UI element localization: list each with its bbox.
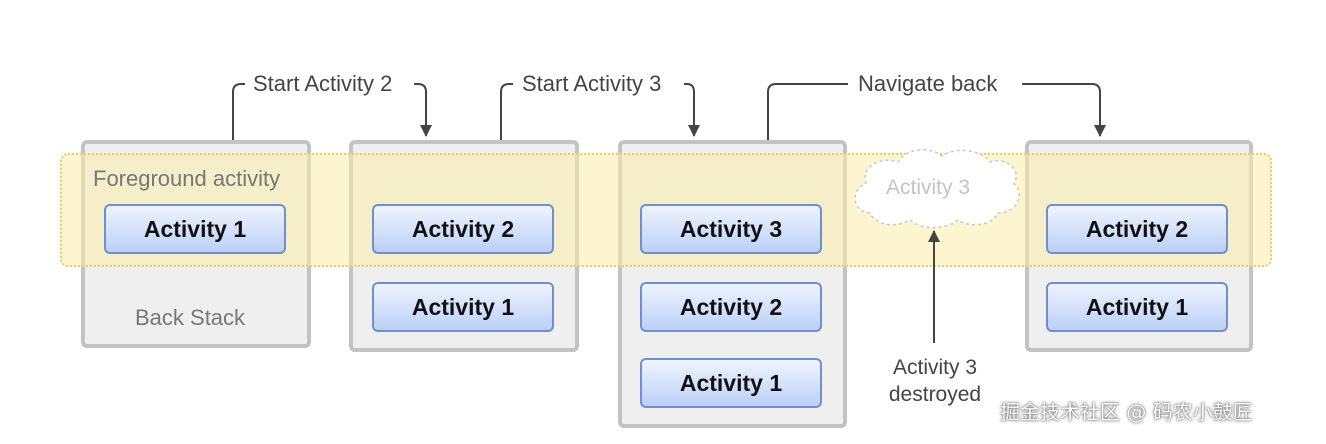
activity-card: Activity 3 xyxy=(640,204,822,254)
step-label-start-activity-2: Start Activity 2 xyxy=(253,71,393,96)
destroyed-cloud xyxy=(854,149,1020,229)
connector-start-3 xyxy=(500,83,694,140)
activity-card: Activity 2 xyxy=(372,204,554,254)
back-stack-label: Back Stack xyxy=(135,305,246,330)
foreground-activity-label: Foreground activity xyxy=(93,166,281,191)
activity-card: Activity 2 xyxy=(1046,204,1228,254)
connector-start-2 xyxy=(232,83,426,140)
activity-card: Activity 1 xyxy=(640,358,822,408)
activity-card: Activity 1 xyxy=(1046,282,1228,332)
connector-navigate-back xyxy=(767,83,1100,140)
step-label-navigate-back: Navigate back xyxy=(858,71,998,96)
watermark-text: 掘金技术社区 @ 码农小鼓匠 xyxy=(1000,400,1253,424)
activity-card: Activity 2 xyxy=(640,282,822,332)
destroyed-cloud-label: Activity 3 xyxy=(886,176,971,199)
step-label-start-activity-3: Start Activity 3 xyxy=(522,71,662,96)
destroyed-note: Activity 3 destroyed xyxy=(888,356,982,406)
activity-card: Activity 1 xyxy=(104,204,286,254)
activity-card: Activity 1 xyxy=(372,282,554,332)
